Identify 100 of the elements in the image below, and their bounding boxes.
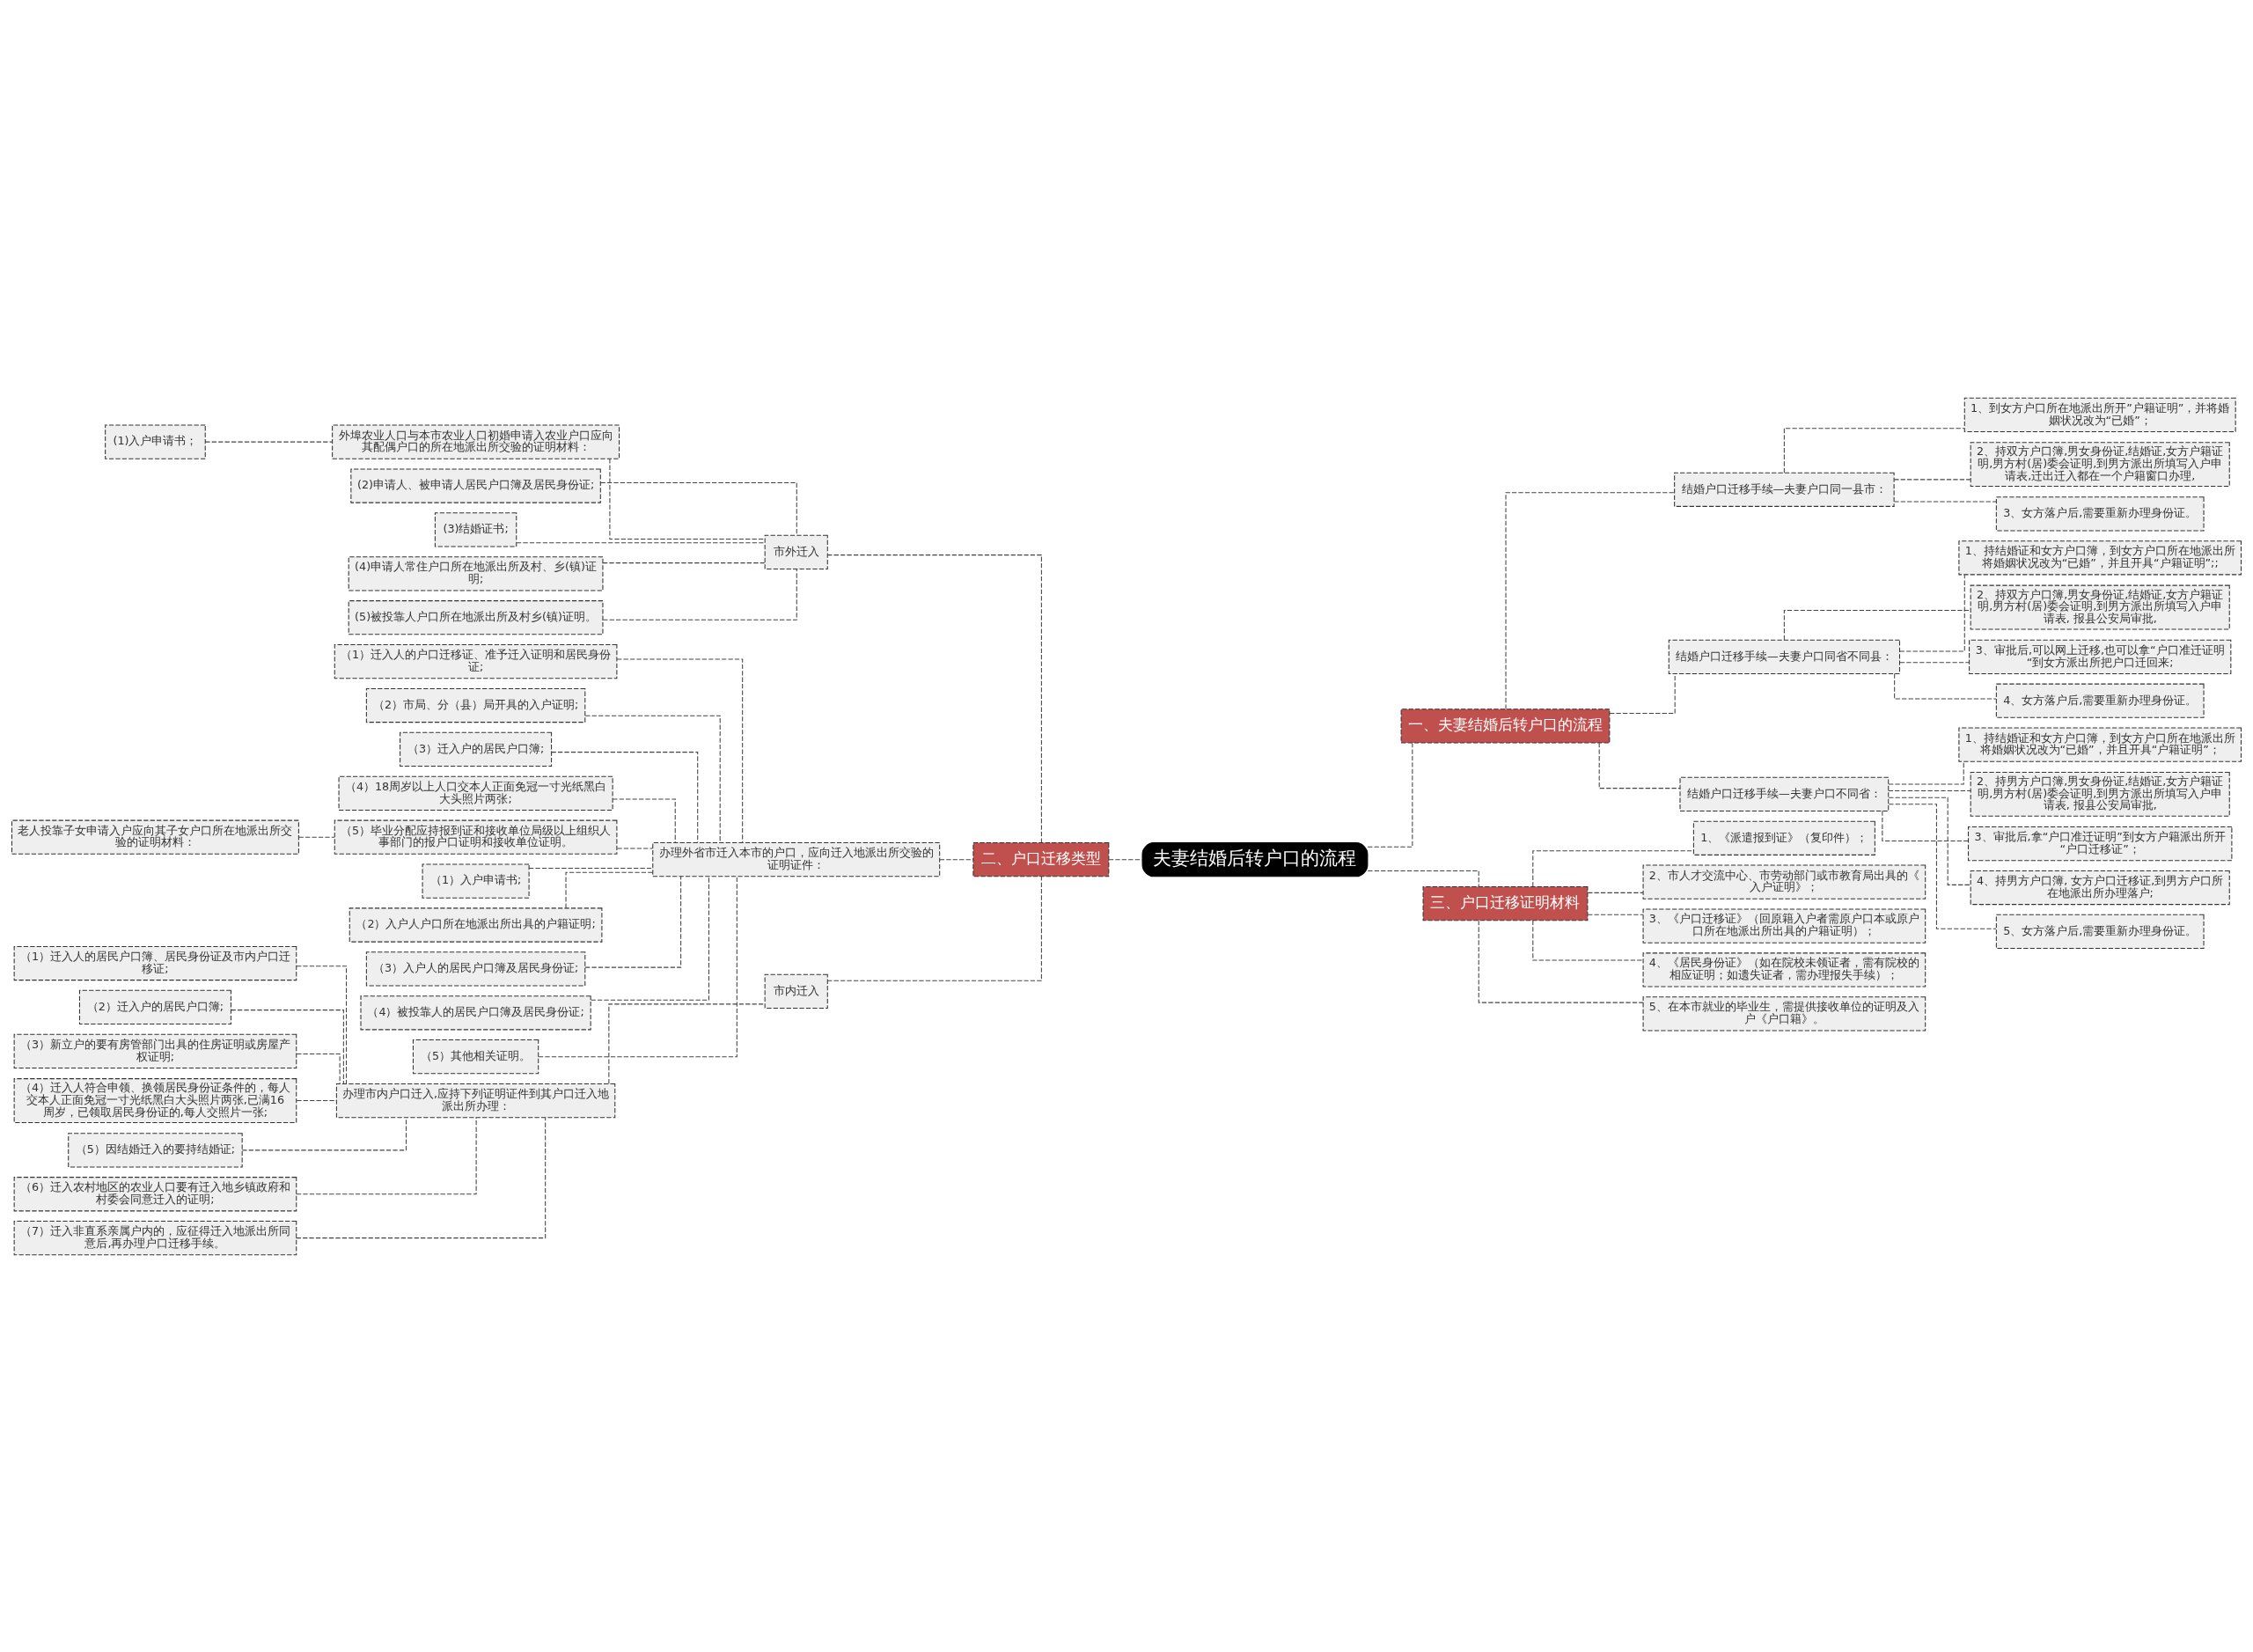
connector [1783, 427, 1965, 473]
node-box: 夫妻结婚后转户口的流程 [1141, 841, 1369, 877]
node-box: 办理市内户口迁入,应持下列证明证件到其户口迁入地派出所办理： [335, 1083, 616, 1118]
connector [296, 1053, 341, 1084]
connector [826, 554, 1042, 843]
connector [1893, 501, 1997, 503]
connector [1899, 661, 1970, 663]
connector [296, 1099, 337, 1101]
node-box: 三、户口迁移证明材料 [1422, 885, 1589, 921]
connector [1888, 803, 1997, 929]
node-box: （1）入户申请书; [422, 863, 530, 899]
node-box: 2、持双方户口簿,男女身份证,结婚证,女方户籍证明,男方村(居)委会证明,到男方派出所填写入户申请表, 报县公安局审批, [1970, 584, 2230, 630]
connector [1893, 478, 1971, 480]
connector [590, 875, 709, 1001]
connector [296, 1117, 477, 1194]
node-box: 一、夫妻结婚后转户口的流程 [1400, 708, 1611, 743]
connector [1598, 742, 1681, 789]
node-box: （3）新立户的要有房管部门出具的住房证明或房屋产权证明; [13, 1033, 297, 1068]
connector [600, 481, 797, 535]
connector [1882, 810, 1969, 841]
connector [1587, 914, 1644, 915]
connector [516, 541, 766, 543]
node-box: 3、《户口迁移证》（回原籍入户者需原户口本或原户口所在地派出所出具的户籍证明）； [1642, 907, 1926, 943]
node-box: （2）市局、分（县）局开具的入户证明; [365, 687, 586, 723]
connector [584, 875, 682, 968]
node-box: 5、女方落户后,需要重新办理身份证。 [1995, 914, 2205, 949]
node-box: （1）迁入人的居民户口簿、居民身份证及市内户口迁移证; [13, 945, 297, 980]
connector [939, 858, 974, 860]
connector [612, 798, 676, 843]
connector [1888, 789, 1971, 791]
node-box: （6）迁入农村地区的农业人口要有迁入地乡镇政府和村委会同意迁入的证明; [13, 1176, 297, 1211]
connector [1587, 892, 1644, 893]
node-box: 结婚户口迁移手续—夫妻户口同一县市： [1674, 472, 1895, 507]
connector [551, 751, 699, 843]
node-box: （4）迁入人符合申领、换领居民身份证条件的，每人交本人正面免冠一寸光纸黑白大头照片两张,已满16周岁，已领取居民身份证的,每人交照片一张; [13, 1077, 297, 1123]
node-box: 1、持结婚证和女方户口簿，到女方户口所在地派出所将婚姻状况改为“已婚”，并且开具“户籍证明”； [1958, 726, 2242, 762]
node-box: 1、持结婚证和女方户口簿，到女方户口所在地派出所将婚姻状况改为“已婚”，并且开具“户籍证明”;; [1958, 540, 2242, 575]
node-box: 结婚户口迁移手续—夫妻户口不同省： [1679, 776, 1890, 811]
connector [584, 715, 721, 843]
connector [826, 875, 1042, 981]
node-box: 3、女方落户后,需要重新办理身份证。 [1995, 496, 2205, 532]
node-box: 3、审批后,拿“户口准迁证明”到女方户籍派出所开“户口迁移证”； [1968, 826, 2233, 861]
connector [565, 871, 654, 908]
node-box: 外埠农业人口与本市农业人口初婚申请入农业户口应向其配偶户口的所在地派出所交验的证明材料： [332, 424, 620, 459]
node-box: 2、持男方户口簿,男女身份证,结婚证,女方户籍证明,男方村(居)委会证明,到男方派出所填写入户申请表, 报县公安局审批, [1970, 771, 2230, 817]
node-box: 4、《居民身份证》（如在院校未领证者，需有院校的相应证明；如遗失证者，需办理报失手续）； [1642, 951, 1926, 988]
node-box: （3）迁入户的居民户口簿; [400, 731, 553, 767]
connector [298, 836, 335, 838]
node-box: （4）被投靠人的居民户口簿及居民身份证; [360, 995, 591, 1030]
node-box: (3)结婚证书; [434, 511, 517, 547]
connector [296, 1116, 547, 1238]
connector [1888, 760, 1964, 784]
connector [1367, 870, 1479, 887]
node-box: （5）毕业分配应持报到证和接收单位局级以上组织人事部门的报户口证明和接收单位证明。 [334, 819, 618, 855]
node-box: (1)入户申请书； [105, 424, 206, 459]
connector [616, 847, 654, 848]
connector [538, 876, 738, 1057]
connector [609, 458, 766, 540]
node-box: （5）其他相关证明。 [412, 1039, 539, 1074]
node-box: 3、审批后,可以网上迁移,也可以拿“户口准迁证明“到女方派出所把户口迁回来; [1969, 639, 2232, 674]
connector [296, 965, 348, 1084]
node-box: 老人投靠子女申请入户应向其子女户口所在地派出所交验的证明材料： [11, 819, 299, 855]
node-box: 1、《派遣报到证》（复印件）； [1692, 820, 1875, 855]
node-box: (2)申请人、被申请人居民户口簿及居民身份证; [350, 467, 601, 503]
node-box: （7）迁入非直系亲属户内的，应征得迁入地派出所同意后,再办理户口迁移手续。 [13, 1220, 297, 1255]
connector [1505, 491, 1675, 709]
node-box: （4）18周岁以上人口交本人正面免冠一寸光纸黑白大头照片两张; [338, 775, 613, 811]
node-box: 5、在本市就业的毕业生，需提供接收单位的证明及入户《户口籍》。 [1642, 995, 1926, 1031]
node-box: 办理外省市迁入本市的户口，应向迁入地派出所交验的证明证件： [652, 841, 941, 877]
node-box: （3）入户人的居民户口簿及居民身份证; [365, 951, 586, 987]
node-box: 4、女方落户后,需要重新办理身份证。 [1995, 683, 2205, 718]
connector [1532, 849, 1694, 887]
node-box: 2、持双方户口簿,男女身份证,结婚证,女方户籍证明,男方村(居)委会证明,到男方派出所填写入户申请表,迁出迁入都在一个户籍窗口办理, [1970, 441, 2230, 487]
node-box: 市外迁入 [764, 534, 828, 569]
connector [602, 562, 766, 563]
node-box: （1）迁入人的户口迁移证、准予迁入证明和居民身份证; [334, 643, 618, 679]
node-box: 二、户口迁移类型 [972, 841, 1110, 877]
node-box: 4、持男方户口簿, 女方户口迁移证,到男方户口所在地派出所办理落户; [1970, 870, 2230, 905]
node-box: (5)被投靠人户口所在地派出所及村乡(镇)证明。 [348, 599, 604, 635]
node-box: （2）迁入户的居民户口簿; [78, 989, 231, 1024]
node-box: 2、市人才交流中心、市劳动部门或市教育局出具的《入户证明》； [1642, 864, 1926, 899]
connector [1888, 797, 1971, 885]
connector [1899, 574, 1965, 651]
connector [1532, 919, 1644, 960]
node-box: 市内迁入 [764, 973, 828, 1009]
node-box: 1、到女方户口所在地派出所开”户籍证明”，并将婚姻状况改为“已婚”； [1963, 397, 2236, 432]
node-box: （5）因结婚迁入的要持结婚证; [68, 1132, 243, 1167]
node-box: （2）入户人户口所在地派出所出具的户籍证明; [349, 907, 603, 943]
connector [231, 1009, 344, 1084]
connector [1478, 920, 1644, 1003]
connector [1108, 858, 1143, 860]
connector [1894, 672, 1997, 700]
node-box: (4)申请人常住户口所在地派出所及村、乡(镇)证明; [348, 555, 604, 591]
connector [608, 1002, 766, 1083]
connector [204, 441, 334, 443]
connector [616, 657, 744, 843]
connector [602, 568, 797, 620]
connector [528, 867, 654, 869]
connector [1367, 742, 1413, 848]
connector [1783, 609, 1971, 640]
